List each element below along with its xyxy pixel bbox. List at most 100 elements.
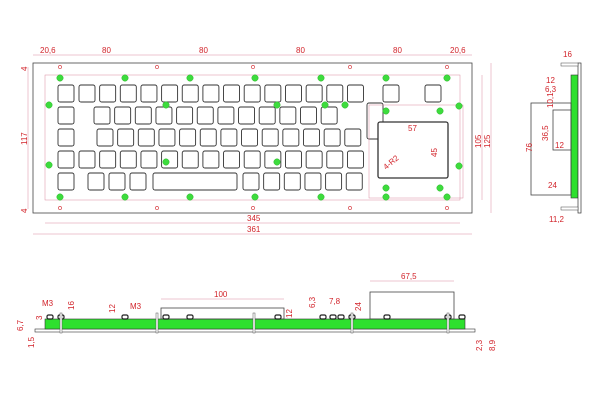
dim-side-thickness: 16 (563, 50, 572, 59)
mounting-hole (155, 65, 159, 69)
key (196, 106, 214, 125)
mounting-stud (162, 158, 170, 166)
key (220, 128, 238, 147)
key (179, 128, 197, 147)
dim-3: 3 (35, 315, 44, 320)
standoff (59, 312, 63, 334)
dim-box-width: 67,5 (401, 272, 417, 281)
mounting-hole (251, 206, 255, 210)
key (304, 172, 322, 191)
key (223, 150, 241, 169)
key (217, 106, 235, 125)
key (202, 150, 220, 169)
key (223, 84, 241, 103)
key (263, 172, 281, 191)
key (326, 150, 344, 169)
key (108, 172, 126, 191)
key (140, 150, 158, 169)
dim-side-f: 24 (548, 181, 557, 190)
key (158, 128, 176, 147)
touchpad-area-outline (368, 104, 464, 199)
dim-16: 16 (67, 301, 76, 310)
bolt-nut (329, 314, 337, 320)
bolt-nut (274, 314, 282, 320)
key (129, 172, 147, 191)
mounting-stud (382, 107, 390, 115)
key (305, 84, 323, 103)
mounting-stud (455, 102, 463, 110)
top-view: 20,6 80 80 80 80 20,6 345 361 117 4 4 10… (20, 46, 492, 235)
inner-cutout-outline (44, 74, 461, 201)
dim-pad-width: 100 (214, 290, 228, 299)
mounting-stud (45, 161, 53, 169)
key (155, 106, 173, 125)
mounting-stud (436, 107, 444, 115)
dim-edge-bottom: 4 (20, 208, 29, 213)
key (326, 84, 344, 103)
mounting-hole (445, 65, 449, 69)
dim-outer-height: 125 (483, 134, 492, 148)
dim-side-c: 10,1 (546, 92, 555, 108)
key (114, 106, 132, 125)
dim-touchpad-height: 45 (430, 148, 439, 157)
key (140, 84, 158, 103)
key (137, 128, 155, 147)
dim-thread-2: M3 (130, 302, 142, 311)
key (279, 106, 297, 125)
bolt-nut (162, 314, 170, 320)
front-view: M3 16 3 6,7 1,5 12 M3 100 12 6,3 7,8 24 … (16, 272, 497, 351)
key (57, 150, 75, 169)
key (202, 84, 220, 103)
dim-24: 24 (354, 302, 363, 311)
key (238, 106, 256, 125)
side-view: 16 12 6,3 10,1 36,5 12 24 76 11,2 (525, 50, 582, 224)
mounting-stud (443, 193, 451, 201)
key (93, 106, 111, 125)
mounting-studs (45, 74, 463, 201)
mounting-stud (455, 162, 463, 170)
key (347, 84, 364, 103)
touchpad (377, 121, 449, 179)
dim-side-a: 12 (546, 76, 555, 85)
side-pcb (570, 74, 579, 199)
key (243, 84, 261, 103)
key (241, 128, 259, 147)
key (285, 150, 302, 169)
dim-1-5: 1,5 (27, 336, 36, 348)
mounting-hole (445, 206, 449, 210)
space-key (152, 172, 238, 191)
dim-edge-top: 4 (20, 66, 29, 71)
standoff (350, 312, 354, 334)
dim-side-e: 12 (555, 141, 564, 150)
bolt-nut (337, 314, 345, 320)
key (382, 84, 400, 103)
dim-width-5: 80 (393, 46, 402, 55)
bolt-nut (383, 314, 391, 320)
key (320, 106, 338, 125)
front-connector-2 (369, 291, 455, 320)
dim-width-2: 80 (102, 46, 111, 55)
dim-2-3: 2,3 (475, 339, 484, 351)
dim-width-1: 20,6 (40, 46, 56, 55)
mounting-stud (251, 74, 259, 82)
key (300, 106, 317, 125)
dim-6-3: 6,3 (308, 296, 317, 308)
key (117, 128, 135, 147)
dim-height: 117 (20, 132, 29, 145)
mounting-hole (58, 65, 62, 69)
key (303, 128, 320, 147)
mounting-hole (58, 206, 62, 210)
key (345, 172, 363, 191)
standoff (252, 312, 256, 334)
key (261, 128, 279, 147)
mounting-stud (436, 184, 444, 192)
dim-8-9: 8,9 (488, 339, 497, 351)
mounting-stud (443, 74, 451, 82)
mounting-stud (121, 74, 129, 82)
key (325, 172, 343, 191)
key (119, 150, 137, 169)
mounting-stud (45, 101, 53, 109)
dim-thread-1: M3 (42, 299, 54, 308)
side-plate (577, 62, 582, 214)
